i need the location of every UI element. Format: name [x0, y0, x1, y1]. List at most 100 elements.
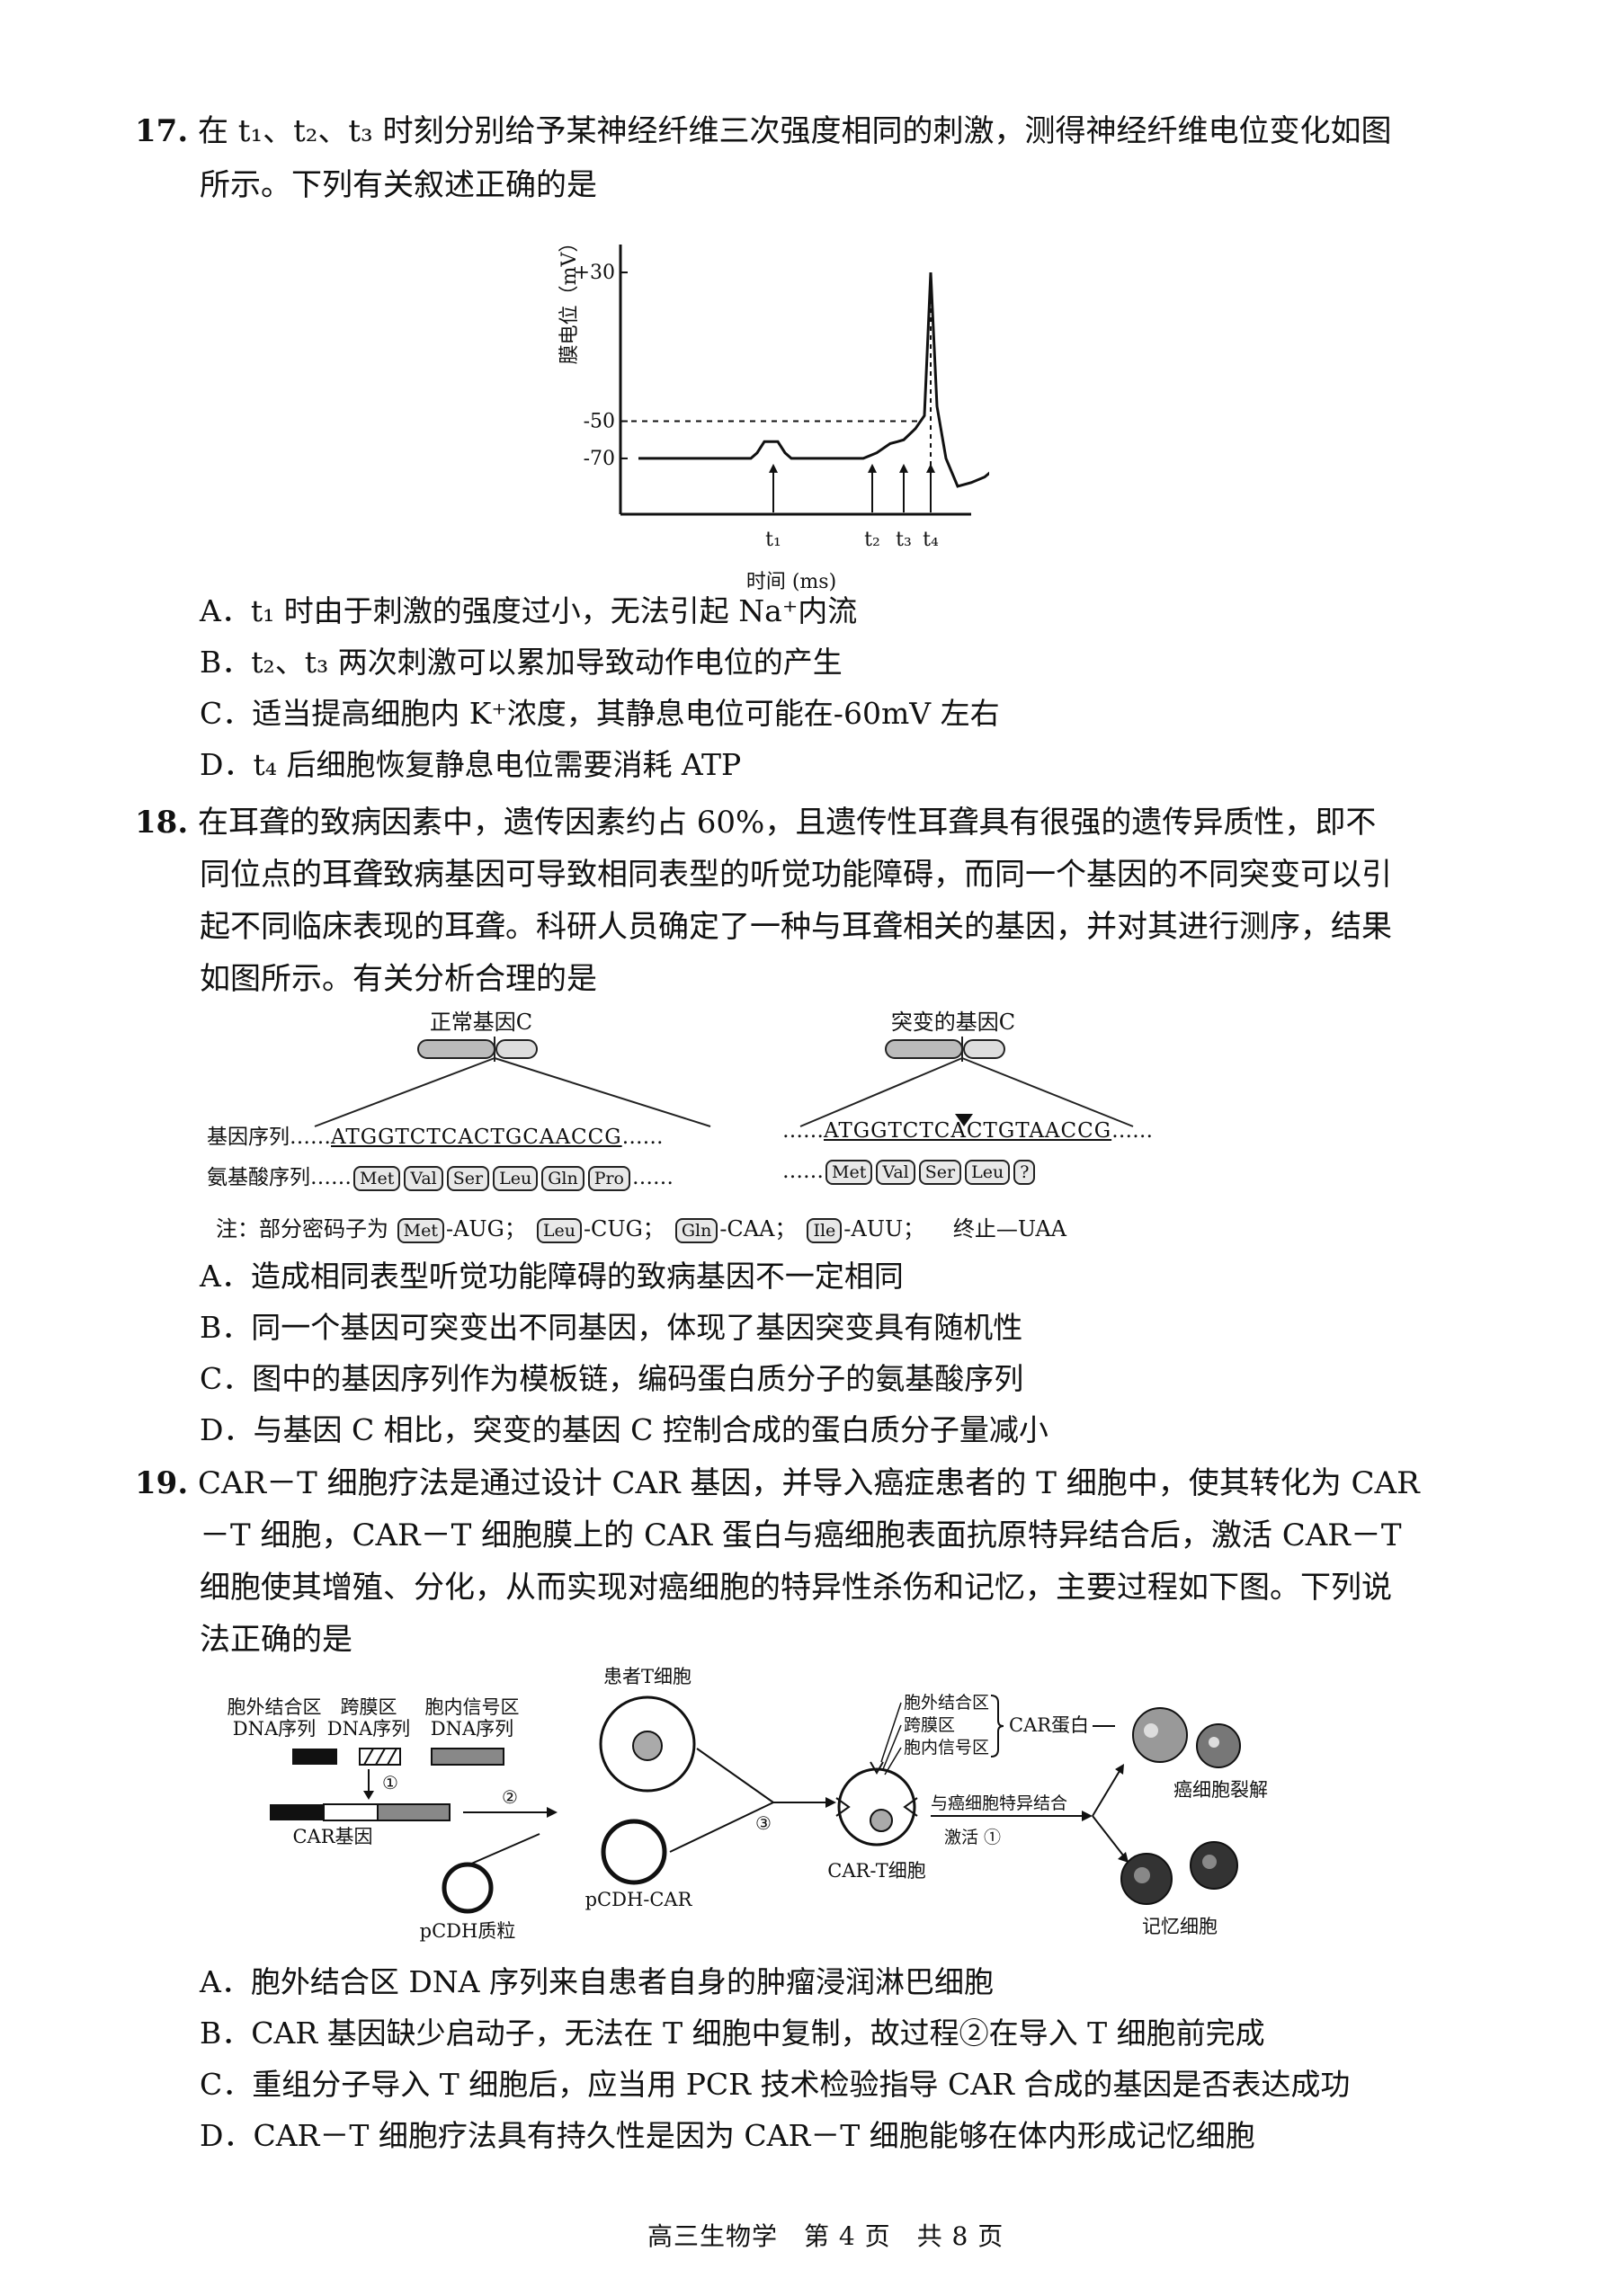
chart-y-ticks: +30 -50 -70: [574, 262, 628, 470]
seg3-label-b: DNA序列: [431, 1718, 513, 1740]
q18-gene-figure-graphics: 正常基因C 突变的基因C: [314, 1010, 1134, 1127]
q18-stem-line1: 18. 在耳聋的致病因素中，遗传因素约占 60%，且遗传性耳聋具有很强的遗传异质…: [135, 805, 1377, 841]
amino-acid-box: Leu: [965, 1160, 1011, 1185]
q19-number: 19.: [135, 1465, 189, 1501]
note-amino-acid-box: Met: [397, 1218, 444, 1243]
amino-acid-box: Val: [876, 1160, 915, 1185]
note-amino-acid-box: Ile: [807, 1218, 843, 1243]
amino-acid-box: Gln: [541, 1166, 584, 1191]
q18-option-d: D．与基因 C 相比，突变的基因 C 控制合成的蛋白质分子量减小: [200, 1412, 1048, 1447]
q19-stem-line2: －T 细胞，CAR－T 细胞膜上的 CAR 蛋白与癌细胞表面抗原特异结合后，激活…: [200, 1517, 1402, 1553]
seg1-label-a: 胞外结合区: [228, 1696, 322, 1718]
y-tick-label: -50: [584, 411, 615, 433]
q19-option-d: D．CAR－T 细胞疗法具有持久性是因为 CAR－T 细胞能够在体内形成记忆细胞: [200, 2118, 1255, 2153]
normal-gene-label: 正常基因C: [430, 1010, 532, 1035]
step3-label: ③: [755, 1812, 772, 1834]
q18-option-b: B．同一个基因可突变出不同基因，体现了基因突变具有随机性: [200, 1310, 1023, 1345]
car-protein-label: CAR蛋白: [1009, 1714, 1089, 1736]
y-tick-label: +30: [574, 262, 615, 284]
mutant-gene-label: 突变的基因C: [891, 1010, 1015, 1035]
q18-stem-line3: 起不同临床表现的耳聋。科研人员确定了一种与耳聋相关的基因，并对其进行测序，结果: [200, 909, 1392, 945]
x-tick-label: t₃: [896, 529, 912, 551]
mutant-seq: ATGGTCTCACTGTAACCG: [824, 1119, 1112, 1143]
memory-label: 记忆细胞: [1142, 1916, 1218, 1937]
q19-option-b: B．CAR 基因缺少启动子，无法在 T 细胞中复制，故过程②在导入 T 细胞前完…: [200, 2016, 1265, 2051]
bind-text: 与癌细胞特异结合: [931, 1793, 1067, 1813]
membrane-potential-trace: [638, 271, 989, 488]
q19-stem-line3: 细胞使其增殖、分化，从而实现对癌细胞的特异性杀伤和记忆，主要过程如下图。下列说: [200, 1570, 1392, 1606]
note-amino-acid-box: Gln: [674, 1218, 718, 1243]
q17-stem-line2: 所示。下列有关叙述正确的是: [200, 167, 597, 203]
q17-option-a: A．t₁ 时由于刺激的强度过小，无法引起 Na⁺内流: [200, 593, 858, 628]
x-tick-label: t₄: [923, 529, 939, 551]
amino-acid-box: Ser: [918, 1160, 962, 1185]
q19-stem-line4: 法正确的是: [200, 1622, 352, 1658]
mutation-site-arrow-icon: [955, 1114, 973, 1126]
amino-acid-box: Met: [825, 1160, 873, 1185]
domain-intracellular-label: 胞内信号区: [904, 1738, 989, 1758]
amino-acid-box: ?: [1013, 1160, 1036, 1185]
q19-option-c: C．重组分子导入 T 细胞后，应当用 PCR 技术检验指导 CAR 合成的基因是…: [200, 2067, 1351, 2102]
cancer-cell-lysis-icon: [1132, 1707, 1188, 1763]
note-codon: -AUU；: [843, 1216, 925, 1241]
q18-stem-line4: 如图所示。有关分析合理的是: [200, 961, 597, 997]
activate-text: 激活 ①: [944, 1828, 1001, 1847]
q18-option-c: C．图中的基因序列作为模板链，编码蛋白质分子的氨基酸序列: [200, 1361, 1024, 1396]
codon-note-items: Met-AUG； Leu-CUG； Gln-CAA； Ile-AUU；: [396, 1216, 934, 1243]
q17-stem-line1: 17. 在 t₁、t₂、t₃ 时刻分别给予某神经纤维三次强度相同的刺激，测得神经…: [135, 113, 1392, 149]
q17-option-c: C．适当提高细胞内 K⁺浓度，其静息电位可能在-60mV 左右: [200, 696, 1000, 731]
y-tick-label: -70: [584, 448, 615, 470]
seg1-label-b: DNA序列: [233, 1718, 316, 1740]
q17-number: 17.: [135, 113, 189, 149]
normal-seq-row: 基因序列……ATGGTCTCACTGCAACCG……: [207, 1126, 664, 1149]
amino-acid-box: Ser: [446, 1166, 490, 1191]
chart-xlabel: 时间 (ms): [746, 571, 836, 593]
stimulus-arrowhead-icon: [899, 463, 908, 473]
note-codon: -AUG；: [445, 1216, 526, 1241]
amino-acid-box: Leu: [493, 1166, 539, 1191]
lysis-label: 癌细胞裂解: [1173, 1779, 1268, 1801]
stimulus-arrowhead-icon: [868, 463, 877, 473]
normal-chromosome: [314, 1037, 711, 1127]
amino-acid-box: Met: [353, 1166, 401, 1191]
domain-transmembrane-label: 跨膜区: [904, 1715, 955, 1735]
page-footer: 高三生物学 第 4 页 共 8 页: [647, 2221, 1004, 2251]
chart-x-ticks: t₁ t₂ t₃ t₄: [765, 463, 939, 551]
q17-option-b: B．t₂、t₃ 两次刺激可以累加导致动作电位的产生: [200, 645, 843, 680]
pcdh-car-label: pCDH-CAR: [585, 1889, 693, 1910]
car-gene-label: CAR基因: [292, 1826, 372, 1847]
stimulus-arrowhead-icon: [769, 463, 778, 473]
q19-car-t-figure: 胞外结合区 DNA序列 跨膜区 DNA序列 胞内信号区 DNA序列 ① CAR基…: [228, 1666, 1269, 1942]
x-tick-label: t₂: [864, 529, 880, 551]
q19-option-a: A．胞外结合区 DNA 序列来自患者自身的肿瘤浸润淋巴细胞: [200, 1964, 994, 1999]
amino-acid-box: Val: [404, 1166, 443, 1191]
chart-ylabel: 膜电位（mV）: [558, 236, 581, 364]
seg2-label-a: 跨膜区: [341, 1696, 397, 1718]
note-amino-acid-box: Leu: [536, 1218, 582, 1243]
intracellular-dna-segment: [431, 1748, 504, 1766]
car-t-cell-icon: [837, 1767, 916, 1847]
mutant-seq-row: ……ATGGTCTCACTGTAACCG……: [782, 1119, 1154, 1143]
q17-membrane-potential-chart: 膜电位（mV） +30 -50 -70 t₁ t₂ t₃ t₄ 时间 (ms): [558, 236, 989, 593]
chart-axes: [619, 245, 971, 516]
step1-label: ①: [382, 1772, 398, 1793]
note-codon: -CUG；: [583, 1216, 665, 1241]
step2-label: ②: [502, 1786, 518, 1808]
q18-stem-line2: 同位点的耳聋致病基因可导致相同表型的听觉功能障碍，而同一个基因的不同突变可以引: [200, 857, 1392, 893]
pcdh-plasmid-icon: [442, 1862, 494, 1914]
q18-option-a: A．造成相同表型听觉功能障碍的致病基因不一定相同: [200, 1259, 904, 1294]
normal-seq: ATGGTCTCACTGCAACCG: [331, 1126, 622, 1149]
patient-t-label: 患者T细胞: [603, 1666, 692, 1687]
pcdh-plasmid-label: pCDH质粒: [420, 1920, 516, 1942]
car-t-label: CAR-T细胞: [827, 1860, 925, 1882]
pcdh-car-plasmid-icon: [601, 1819, 667, 1885]
seg3-label-a: 胞内信号区: [425, 1696, 520, 1718]
amino-acid-box: Pro: [587, 1166, 630, 1191]
x-tick-label: t₁: [765, 529, 781, 551]
note-codon: -CAA；: [719, 1216, 797, 1241]
codon-note: 注：部分密码子为 Met-AUG；Leu-CUG；Gln-CAA；Ile-AUU…: [216, 1216, 1066, 1243]
q17-option-d: D．t₄ 后细胞恢复静息电位需要消耗 ATP: [200, 747, 742, 782]
